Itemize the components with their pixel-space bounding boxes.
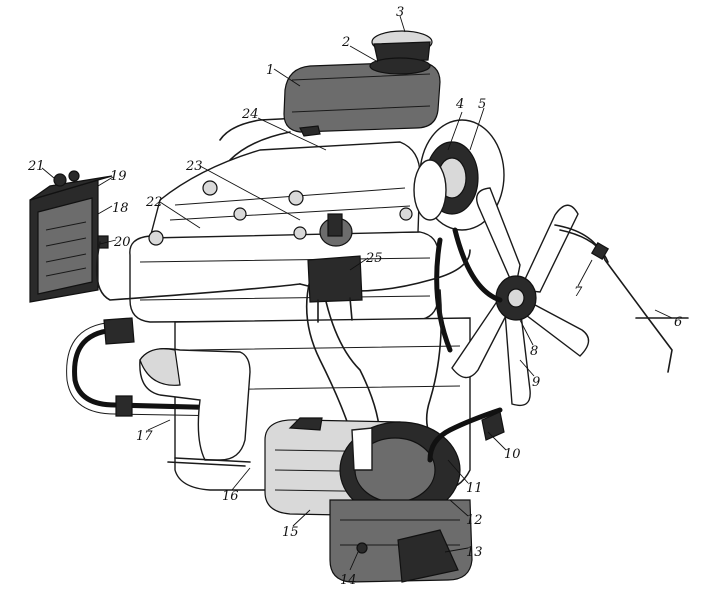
label-15: 15 [282, 525, 299, 540]
hoses-left [66, 317, 251, 467]
label-23: 23 [185, 159, 203, 174]
label-19: 19 [110, 169, 127, 184]
label-11: 11 [466, 481, 483, 496]
fuel-line-right [554, 224, 689, 373]
regulator-box [29, 170, 113, 303]
label-3: 3 [396, 5, 404, 20]
label-8: 8 [530, 344, 538, 359]
label-17: 17 [136, 429, 153, 444]
label-24: 24 [241, 107, 259, 122]
label-10: 10 [504, 447, 521, 462]
fan-assembly [413, 119, 590, 407]
starter-oil-filter [264, 417, 461, 519]
label-21: 21 [27, 159, 45, 174]
air-cleaner [283, 30, 441, 137]
oil-pan [329, 499, 473, 583]
water-pump-hose [427, 407, 505, 463]
label-22: 22 [145, 195, 163, 210]
leader-lines [41, 15, 673, 571]
label-1: 1 [266, 63, 274, 78]
label-25: 25 [365, 251, 383, 266]
label-14: 14 [340, 573, 357, 588]
label-4: 4 [455, 97, 464, 112]
label-20: 20 [113, 235, 131, 250]
label-7: 7 [574, 285, 583, 300]
label-12: 12 [466, 513, 483, 528]
distributor [307, 213, 363, 323]
label-5: 5 [478, 97, 486, 112]
label-16: 16 [222, 489, 239, 504]
label-18: 18 [112, 201, 129, 216]
callout-labels: 1 2 3 4 5 6 7 8 9 10 11 12 13 14 15 16 1… [27, 5, 682, 588]
label-6: 6 [674, 315, 682, 330]
label-13: 13 [466, 545, 483, 560]
label-9: 9 [532, 375, 540, 390]
label-2: 2 [341, 35, 350, 50]
